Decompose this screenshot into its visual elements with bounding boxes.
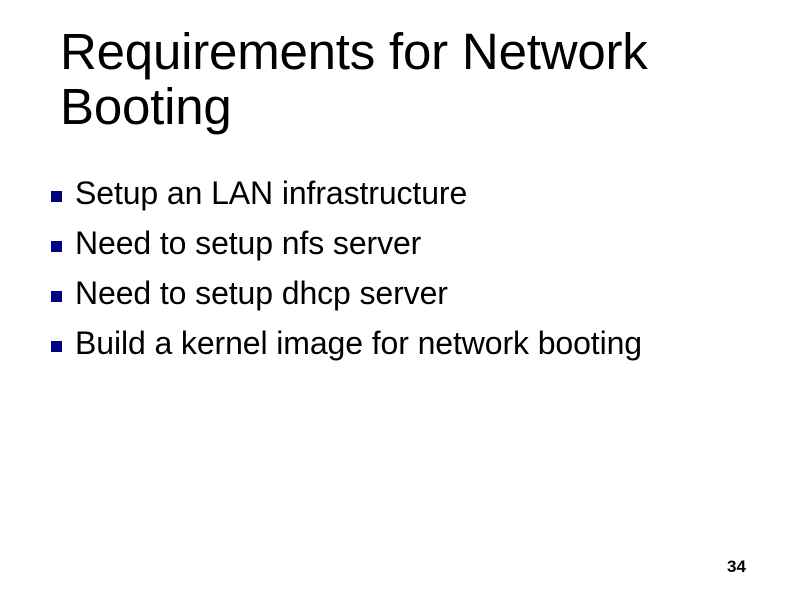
list-item-label: Setup an LAN infrastructure: [75, 175, 468, 211]
square-bullet-icon: [51, 291, 62, 302]
square-bullet-icon: [51, 241, 62, 252]
list-item-label: Need to setup nfs server: [75, 225, 422, 261]
bullet-list: Setup an LAN infrastructure Need to setu…: [48, 177, 748, 360]
list-item-label: Need to setup dhcp server: [75, 275, 448, 311]
list-item-label: Build a kernel image for network booting: [75, 325, 642, 361]
list-item: Build a kernel image for network booting: [48, 327, 748, 360]
square-bullet-icon: [51, 341, 62, 352]
page-number: 34: [727, 557, 746, 576]
list-item: Need to setup dhcp server: [48, 277, 748, 310]
list-item: Need to setup nfs server: [48, 227, 748, 260]
list-item: Setup an LAN infrastructure: [48, 177, 748, 210]
square-bullet-icon: [51, 191, 62, 202]
page-title: Requirements for Network Booting: [60, 23, 648, 135]
